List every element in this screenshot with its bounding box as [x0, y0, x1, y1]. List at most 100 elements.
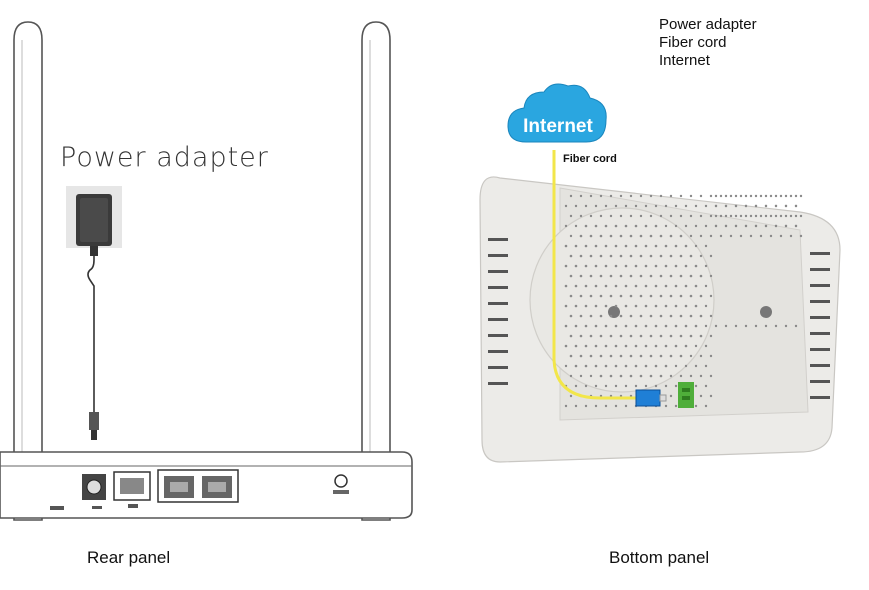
vent-hole: [759, 234, 763, 238]
vent-hole: [694, 364, 698, 368]
vent-hole: [689, 314, 693, 318]
vent-hole: [579, 214, 583, 218]
vent-hole: [589, 374, 593, 378]
vent-hole: [584, 284, 588, 288]
internet-cloud-icon: Internet: [507, 83, 607, 143]
vent-hole: [579, 294, 583, 298]
vent-hole: [614, 224, 618, 228]
vent-hole: [619, 314, 623, 318]
vent-hole: [594, 264, 598, 268]
vent-hole: [754, 204, 758, 208]
cloud-label: Internet: [523, 116, 593, 137]
vent-hole: [634, 204, 638, 208]
vent-hole: [609, 194, 613, 198]
vent-hole: [699, 334, 703, 338]
fiber-port-icon: [678, 382, 694, 408]
vent-hole: [704, 244, 708, 248]
vent-hole: [644, 284, 648, 288]
vent-hole: [699, 234, 703, 238]
vent-hole: [614, 324, 618, 328]
fiber-cord-label: Fiber cord: [563, 153, 617, 165]
vent-hole: [584, 404, 588, 408]
vent-hole: [564, 224, 568, 228]
vent-hole: [564, 344, 568, 348]
vent-hole: [784, 194, 788, 198]
vent-hole: [694, 264, 698, 268]
vent-hole: [709, 394, 713, 398]
vent-hole: [629, 354, 633, 358]
vent-hole: [579, 234, 583, 238]
vent-hole: [669, 374, 673, 378]
vent-hole: [619, 354, 623, 358]
vent-hole: [604, 384, 608, 388]
vent-hole: [674, 324, 678, 328]
vent-hole: [679, 294, 683, 298]
vent-hole: [704, 284, 708, 288]
vent-hole: [684, 344, 688, 348]
vent-hole: [729, 234, 733, 238]
vent-hole: [709, 314, 713, 318]
vent-hole: [619, 254, 623, 258]
vent-hole: [659, 294, 663, 298]
vent-hole: [724, 214, 728, 218]
vent-hole: [779, 214, 783, 218]
vent-hole: [579, 314, 583, 318]
vent-hole: [634, 244, 638, 248]
vent-hole: [659, 214, 663, 218]
vent-hole: [569, 294, 573, 298]
vent-hole: [589, 334, 593, 338]
vent-hole: [599, 254, 603, 258]
legend-item-power-adapter: Power adapter: [659, 16, 757, 33]
vent-hole: [569, 334, 573, 338]
vent-hole: [664, 204, 668, 208]
vent-hole: [634, 344, 638, 348]
vent-hole: [699, 374, 703, 378]
vent-hole: [669, 394, 673, 398]
vent-hole: [704, 384, 708, 388]
vent-hole: [644, 384, 648, 388]
vent-hole: [679, 234, 683, 238]
vent-hole: [694, 204, 698, 208]
vent-hole: [644, 324, 648, 328]
vent-hole: [584, 264, 588, 268]
vent-hole: [724, 324, 728, 328]
vent-hole: [654, 384, 658, 388]
vent-hole: [604, 204, 608, 208]
vent-hole: [589, 354, 593, 358]
vent-hole: [689, 214, 693, 218]
vent-hole: [624, 324, 628, 328]
vent-hole: [569, 194, 573, 198]
vent-hole: [774, 194, 778, 198]
vent-hole: [654, 204, 658, 208]
vent-hole: [579, 254, 583, 258]
vent-hole: [574, 224, 578, 228]
vent-holes: [564, 194, 803, 408]
vent-hole: [679, 374, 683, 378]
vent-hole: [734, 194, 738, 198]
vent-hole: [639, 374, 643, 378]
vent-hole: [784, 214, 788, 218]
vent-hole: [734, 224, 738, 228]
vent-hole: [589, 294, 593, 298]
vent-hole: [749, 214, 753, 218]
vent-hole: [684, 244, 688, 248]
vent-hole: [764, 224, 768, 228]
vent-hole: [674, 384, 678, 388]
vent-hole: [629, 374, 633, 378]
vent-hole: [764, 324, 768, 328]
vent-hole: [574, 204, 578, 208]
vent-hole: [784, 204, 788, 208]
vent-hole: [709, 254, 713, 258]
vent-hole: [644, 304, 648, 308]
vent-hole: [634, 224, 638, 228]
vent-hole: [564, 404, 568, 408]
vent-hole: [744, 194, 748, 198]
vent-hole: [574, 344, 578, 348]
vent-hole: [684, 304, 688, 308]
vent-hole: [664, 324, 668, 328]
vent-hole: [684, 264, 688, 268]
vent-hole: [589, 314, 593, 318]
vent-hole: [594, 204, 598, 208]
vent-hole: [709, 334, 713, 338]
vent-hole: [604, 404, 608, 408]
